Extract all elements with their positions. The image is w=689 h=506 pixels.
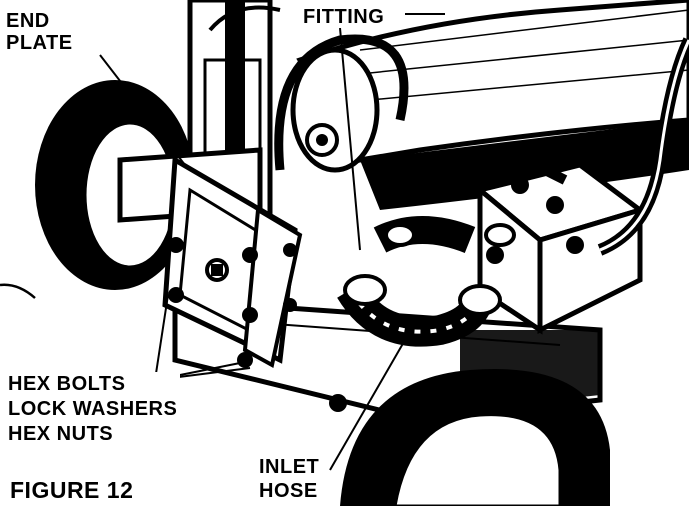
figure-caption-text: FIGURE 12 xyxy=(10,477,134,503)
inlet-hose-graphic xyxy=(337,216,516,347)
label-end-plate-line2: PLATE xyxy=(6,32,73,54)
label-end-plate: END PLATE xyxy=(3,10,76,54)
bottom-wheel xyxy=(340,369,610,506)
end-plate xyxy=(162,155,303,369)
label-hose: HOSE xyxy=(259,480,318,502)
end-plate-leader xyxy=(99,54,186,166)
fitting-leader xyxy=(339,27,361,251)
label-fitting: FITTING xyxy=(300,6,388,28)
label-inlet-hose: INLET HOSE xyxy=(256,455,323,503)
upper-hose xyxy=(274,34,409,171)
label-fasteners: HEX BOLTS LOCK WASHERS HEX NUTS xyxy=(5,372,181,447)
label-fitting-text: FITTING xyxy=(303,6,385,28)
label-inlet: INLET xyxy=(259,456,320,478)
label-hex-bolts: HEX BOLTS xyxy=(8,373,126,395)
hex-bolts-leader xyxy=(154,294,169,381)
inlet-hose-leader xyxy=(329,339,406,471)
label-lock-washers: LOCK WASHERS xyxy=(8,398,178,420)
label-hex-nuts: HEX NUTS xyxy=(8,423,114,445)
figure-caption: FIGURE 12 xyxy=(10,477,134,503)
fitting-nut xyxy=(305,123,339,157)
stray-mark xyxy=(0,283,36,299)
label-end-plate-line1: END xyxy=(6,10,50,32)
tank-cylinder xyxy=(290,0,689,210)
